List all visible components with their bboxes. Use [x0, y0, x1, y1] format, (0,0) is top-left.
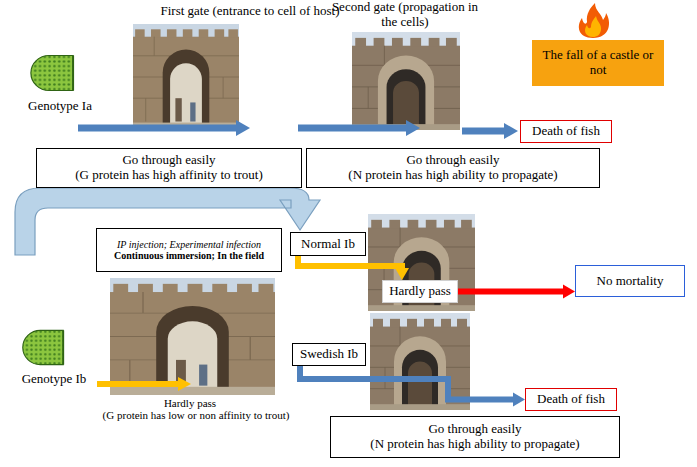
virus-icon — [23, 330, 63, 364]
connector-arrow — [458, 285, 575, 299]
genotype-label: Genotype Ib — [12, 372, 96, 387]
box-text: IP injection; Experimental infection — [117, 239, 261, 251]
box-text: Continuous immersion; In the field — [114, 250, 264, 262]
blue-arrow — [78, 120, 250, 136]
gate-note: Hardly pass — [150, 397, 230, 410]
connector-arrow — [300, 366, 525, 407]
box-text: Normal Ib — [301, 237, 355, 252]
arrow-head — [563, 285, 575, 299]
orange-arrow — [97, 377, 191, 391]
note-box: Go through easily(G protein has high aff… — [36, 148, 302, 188]
box-text: Go through easily — [406, 153, 499, 168]
box-text: (N protein has high ability to propagate… — [370, 437, 579, 452]
box-text: Death of fish — [537, 392, 605, 407]
blue-arrow — [462, 123, 518, 139]
box-text: (N protein has high ability to propagate… — [348, 168, 557, 183]
box-text: Hardly pass — [389, 284, 451, 299]
gate-title: Second gate (propagation in the cells) — [330, 0, 480, 30]
outcome-box: Death of fish — [525, 388, 617, 411]
gate-note: (G protein has low or non affinity to tr… — [86, 409, 306, 422]
note-box: Go through easily(N protein has high abi… — [306, 148, 600, 188]
connector-line — [458, 289, 563, 295]
genotype-label: Genotype Ia — [20, 99, 100, 114]
gate-note-box: Hardly pass — [382, 280, 458, 303]
blue-arrow — [298, 120, 420, 136]
note-box: Go through easily(N protein has high abi… — [330, 416, 620, 458]
box-text: (G protein has high affinity to trout) — [75, 168, 263, 183]
connector-arrow — [298, 256, 409, 280]
gate-photo — [352, 32, 460, 130]
box-text: Swedish Ib — [300, 347, 358, 362]
gate-photo — [370, 313, 470, 410]
connector-line — [298, 256, 402, 268]
fire-icon — [579, 3, 609, 38]
box-text: No mortality — [597, 274, 664, 289]
box-text: Go through easily — [428, 422, 521, 437]
gate-photo — [368, 214, 475, 311]
outcome-box: Death of fish — [520, 120, 612, 143]
arrow-head — [395, 268, 409, 280]
connector-line — [300, 366, 513, 400]
strain-box: Swedish Ib — [292, 343, 366, 366]
gate-photo — [133, 24, 239, 130]
gate-photo — [110, 278, 275, 395]
method-box: IP injection; Experimental infectionCont… — [96, 228, 282, 272]
outcome-box: No mortality — [575, 265, 685, 297]
box-text: Death of fish — [532, 124, 600, 139]
strain-box: Normal Ib — [290, 232, 366, 256]
result-box: The fall of a castle or not — [532, 40, 664, 86]
box-text: Go through easily — [122, 153, 215, 168]
arrow-head — [513, 393, 525, 407]
virus-icon — [31, 56, 73, 91]
box-text: The fall of a castle or not — [536, 48, 660, 78]
